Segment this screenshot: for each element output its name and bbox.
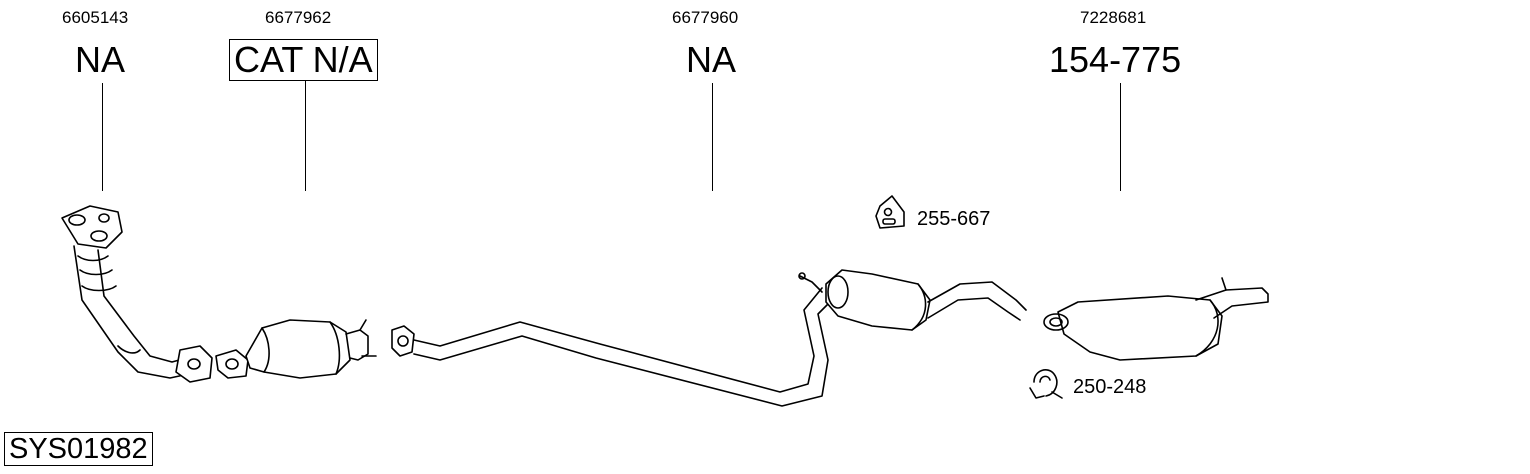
rear-silencer-part[interactable] xyxy=(1043,277,1269,361)
centre-pipe-part[interactable] xyxy=(391,287,837,407)
accessory-code[interactable]: 250-248 xyxy=(1073,376,1147,398)
part-oem-number: 6677962 xyxy=(265,8,332,27)
leader-line xyxy=(305,80,306,191)
clamp-icon[interactable] xyxy=(1029,369,1063,399)
part-oem-number: 6677960 xyxy=(672,8,739,27)
front-pipe-part[interactable] xyxy=(61,205,213,383)
leader-line xyxy=(102,83,103,191)
leader-line xyxy=(712,83,713,191)
rubber-hanger-icon[interactable] xyxy=(875,195,905,229)
part-reference[interactable]: NA xyxy=(75,39,126,80)
catalytic-converter-part[interactable] xyxy=(215,319,377,379)
part-reference[interactable]: 154-775 xyxy=(1049,39,1182,80)
system-code: SYS01982 xyxy=(4,432,153,466)
leader-line xyxy=(1120,83,1121,191)
part-reference-boxed[interactable]: CAT N/A xyxy=(229,39,378,81)
part-oem-number: 7228681 xyxy=(1080,8,1147,27)
part-oem-number: 6605143 xyxy=(62,8,129,27)
accessory-code[interactable]: 255-667 xyxy=(917,208,991,230)
part-reference[interactable]: NA xyxy=(686,39,737,80)
front-silencer-part[interactable] xyxy=(798,269,1027,331)
